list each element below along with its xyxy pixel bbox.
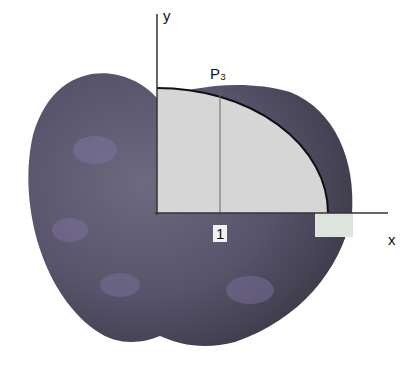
axis-label: x — [388, 232, 396, 247]
apple-spot — [100, 273, 140, 297]
axis-label: 1 — [213, 225, 227, 242]
cut-surface — [315, 213, 353, 237]
apple-spot — [226, 276, 274, 304]
axis-label: y — [163, 8, 171, 23]
y-axis — [156, 14, 158, 215]
x-axis — [155, 212, 388, 214]
apple-body — [28, 73, 352, 346]
axis-label: P₃ — [210, 66, 226, 81]
region-curve — [157, 88, 328, 213]
shaded-region — [157, 88, 328, 213]
apple-spot — [52, 218, 88, 242]
guide-line — [220, 91, 221, 213]
apple-spot — [73, 136, 117, 164]
